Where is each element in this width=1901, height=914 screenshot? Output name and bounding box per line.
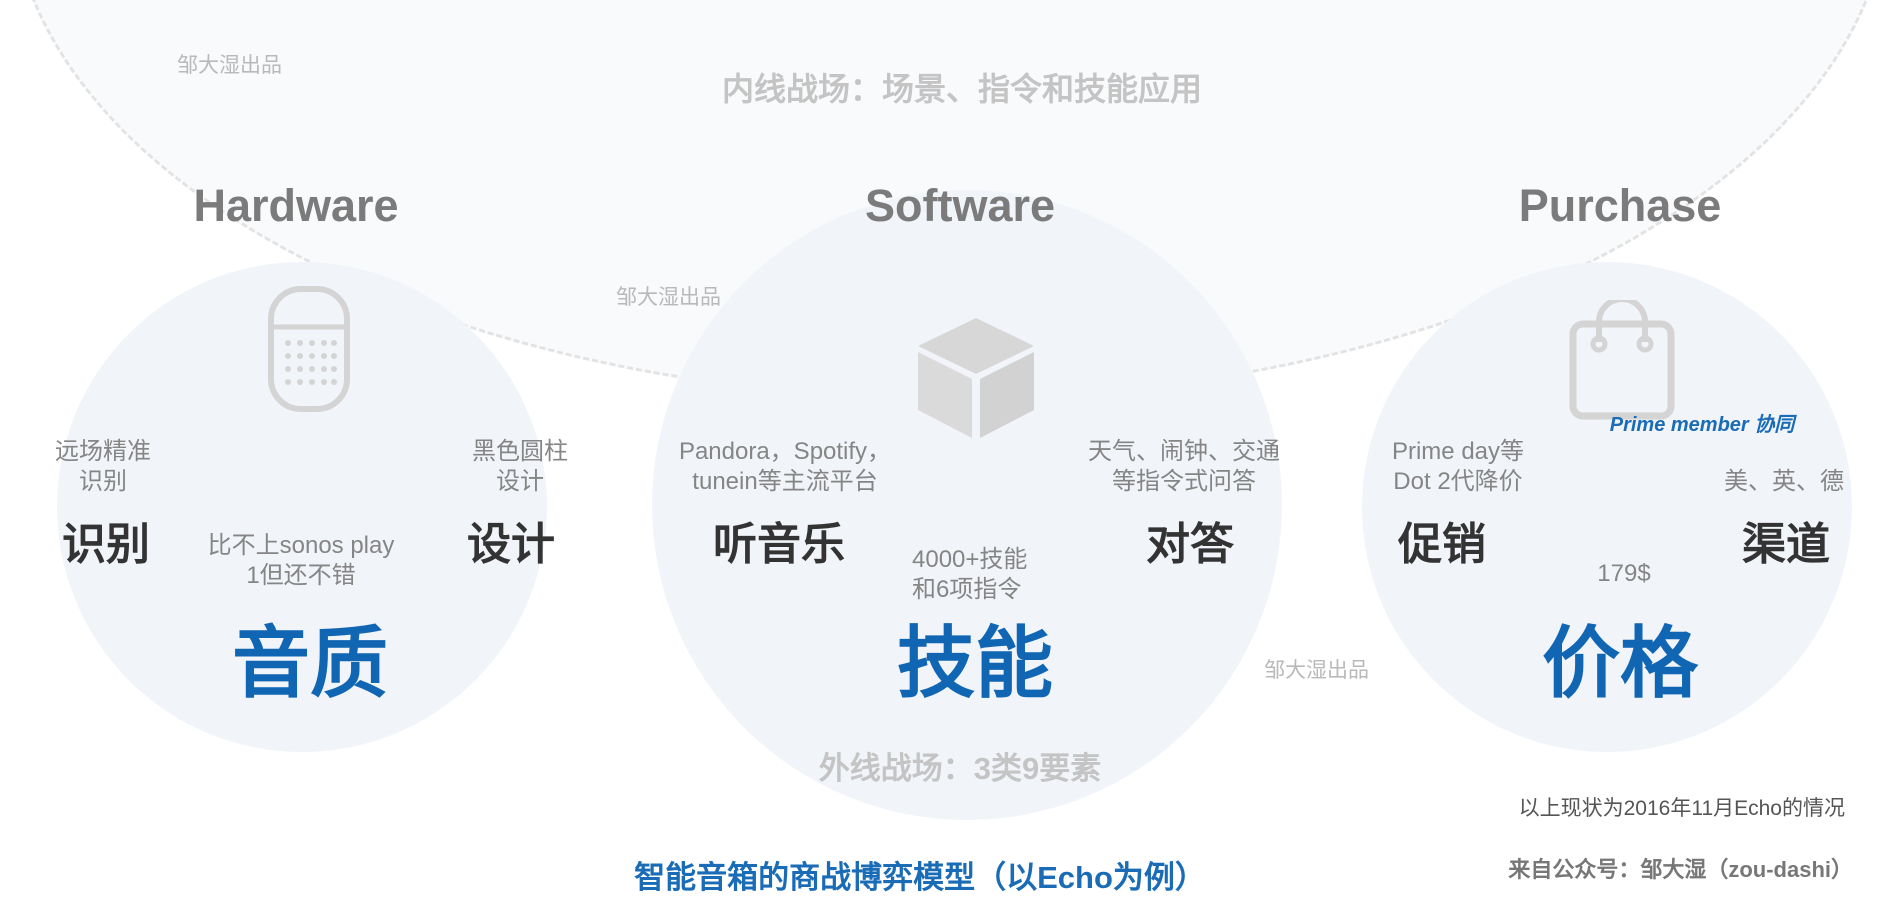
- hardware-right-desc-line1: 黑色圆柱: [472, 438, 568, 465]
- speaker-icon: [268, 286, 350, 412]
- hardware-left-desc: 远场精准 识别: [55, 437, 151, 497]
- software-right-desc-line2: 等指令式问答: [1112, 468, 1256, 495]
- software-left-desc-line1: Pandora，Spotify，: [678, 438, 892, 465]
- hardware-heading: Hardware: [193, 180, 399, 231]
- software-right-key: 对答: [1146, 520, 1234, 569]
- purchase-right-desc: 美、英、德: [1724, 468, 1844, 495]
- watermark: 邹大湿出品: [1264, 659, 1369, 682]
- software-right-desc-line1: 天气、闹钟、交通: [1088, 438, 1280, 465]
- hardware-left-key: 识别: [62, 520, 150, 569]
- purchase-left-desc-line1: Prime day等: [1391, 438, 1525, 465]
- hardware-left-desc-line1: 远场精准: [55, 438, 151, 465]
- software-right-desc: 天气、闹钟、交通 等指令式问答: [1088, 437, 1280, 497]
- purchase-left-desc: Prime day等 Dot 2代降价: [1392, 437, 1524, 497]
- software-circle: [652, 190, 1282, 820]
- watermark: 邹大湿出品: [177, 54, 282, 77]
- source-credit: 来自公众号：邹大湿（zou-dashi）: [1508, 857, 1853, 882]
- software-heading: Software: [864, 180, 1056, 231]
- hardware-center-desc-line2: 1但还不错: [246, 562, 356, 589]
- purchase-big-label: 价格: [1541, 619, 1699, 707]
- watermark: 邹大湿出品: [616, 286, 721, 309]
- purchase-price: 179$: [1597, 560, 1651, 587]
- software-left-desc: Pandora，Spotify， tunein等主流平台: [679, 437, 891, 497]
- shopping-bag-icon: [1569, 300, 1675, 420]
- status-note: 以上现状为2016年11月Echo的情况: [1518, 797, 1845, 820]
- hardware-right-key: 设计: [467, 520, 555, 569]
- software-center-desc: 4000+技能 和6项指令: [912, 545, 1027, 605]
- purchase-right-key: 渠道: [1742, 520, 1830, 569]
- inner-battlefield-title: 内线战场：场景、指令和技能应用: [721, 71, 1203, 107]
- hardware-center-desc: 比不上sonos play 1但还不错: [208, 531, 395, 591]
- hardware-right-desc: 黑色圆柱 设计: [472, 437, 568, 497]
- software-center-desc-line2: 和6项指令: [912, 576, 1022, 603]
- hardware-right-desc-line2: 设计: [496, 468, 544, 495]
- outer-battlefield-title: 外线战场：3类9要素: [818, 751, 1102, 786]
- cube-icon: [918, 318, 1034, 438]
- purchase-left-desc-line2: Dot 2代降价: [1393, 468, 1523, 495]
- hardware-left-desc-line2: 识别: [79, 468, 127, 495]
- purchase-left-key: 促销: [1398, 520, 1486, 569]
- purchase-heading: Purchase: [1518, 180, 1722, 231]
- software-left-key: 听音乐: [713, 520, 845, 569]
- hardware-big-label: 音质: [231, 619, 389, 707]
- prime-member-note: Prime member 协同: [1609, 414, 1795, 436]
- software-left-desc-line2: tunein等主流平台: [692, 468, 878, 495]
- software-big-label: 技能: [896, 619, 1054, 707]
- diagram-title: 智能音箱的商战博弈模型（以Echo为例）: [634, 860, 1206, 895]
- hardware-center-desc-line1: 比不上sonos play: [207, 532, 395, 559]
- software-center-desc-line1: 4000+技能: [912, 546, 1028, 573]
